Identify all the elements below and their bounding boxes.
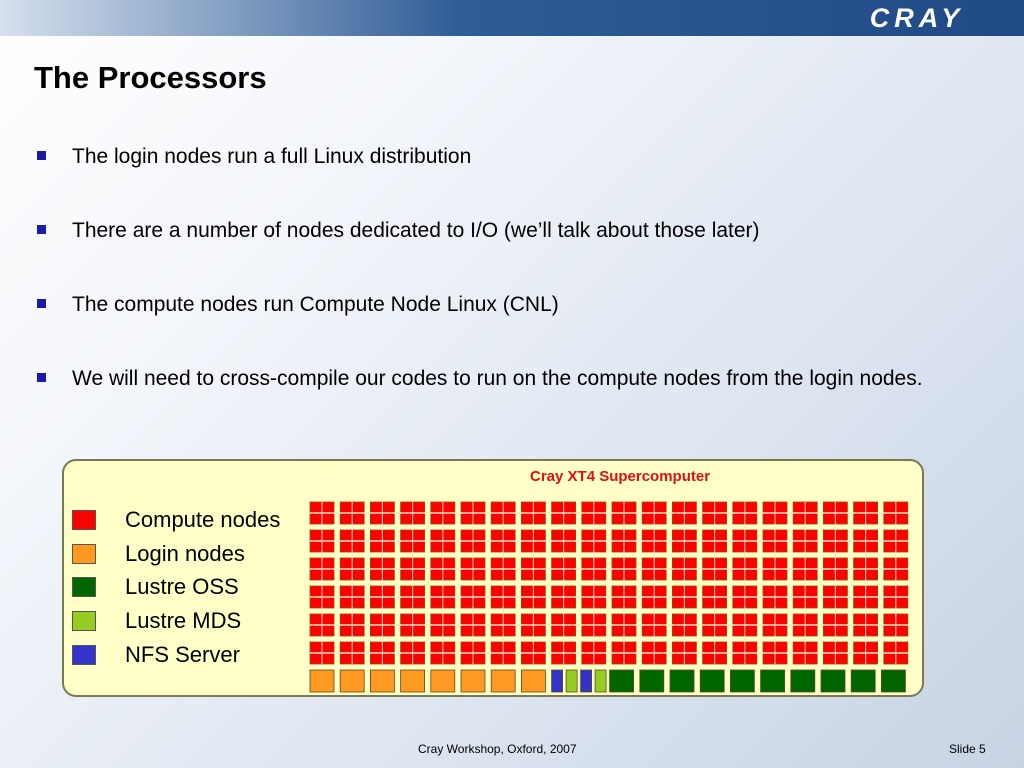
nfs-node — [580, 669, 592, 693]
legend-swatch — [72, 544, 96, 564]
oss-node — [881, 669, 906, 693]
legend-label: Compute nodes — [125, 507, 281, 532]
slide-number: Slide 5 — [949, 742, 986, 756]
grid-gap — [332, 504, 338, 664]
login-node — [400, 669, 426, 693]
slide-title: The Processors — [34, 60, 267, 95]
legend-swatch — [72, 577, 96, 597]
oss-node — [820, 669, 846, 693]
oss-node — [669, 669, 695, 693]
oss-node — [760, 669, 785, 693]
grid-gap — [634, 504, 640, 664]
grid-gap — [815, 504, 821, 664]
grid-gap — [423, 504, 429, 664]
bullet-item: The compute nodes run Compute Node Linux… — [36, 290, 559, 320]
grid-gap — [483, 504, 489, 664]
legend-label: Lustre MDS — [125, 608, 242, 633]
login-node — [460, 669, 486, 693]
footer-text: Cray Workshop, Oxford, 2007 — [418, 742, 577, 756]
bullet-item: There are a number of nodes dedicated to… — [36, 216, 760, 246]
bullet-square-icon — [37, 225, 46, 234]
grid-gap — [604, 504, 610, 664]
grid-gap — [694, 504, 700, 664]
legend-swatch — [72, 510, 96, 530]
oss-node — [850, 669, 876, 693]
login-node — [339, 669, 365, 693]
grid-gap — [574, 504, 580, 664]
bullet-square-icon — [37, 299, 46, 308]
bullet-text: We will need to cross-compile our codes … — [72, 367, 923, 390]
grid-gap — [785, 504, 791, 664]
grid-gap — [543, 504, 549, 664]
bullet-text: The compute nodes run Compute Node Linux… — [72, 293, 559, 316]
legend-label: NFS Server — [125, 642, 240, 667]
cray-logo: CRAY — [870, 3, 965, 33]
bullet-item: We will need to cross-compile our codes … — [36, 364, 1012, 394]
legend-swatch — [72, 611, 96, 631]
oss-node — [699, 669, 725, 693]
title-bar: CRAY — [0, 0, 1024, 36]
oss-node — [790, 669, 816, 693]
legend-item-lustre-mds: Lustre MDS — [72, 607, 312, 637]
grid-gap — [755, 504, 761, 664]
legend-item-login: Login nodes — [72, 540, 312, 570]
login-node — [521, 669, 546, 693]
bullet-square-icon — [37, 151, 46, 160]
login-node — [430, 669, 456, 693]
legend-label: Lustre OSS — [125, 574, 239, 599]
legend-item-lustre-oss: Lustre OSS — [72, 573, 312, 603]
bullet-text: The login nodes run a full Linux distrib… — [72, 145, 472, 168]
bullet-item: The login nodes run a full Linux distrib… — [36, 142, 471, 172]
oss-node — [730, 669, 755, 693]
legend-label: Login nodes — [125, 541, 245, 566]
legend-item-nfs: NFS Server — [72, 641, 312, 671]
oss-node — [609, 669, 634, 693]
grid-gap — [664, 504, 670, 664]
bullet-text: There are a number of nodes dedicated to… — [72, 219, 760, 242]
grid-gap — [453, 504, 459, 664]
grid-gap — [392, 504, 398, 664]
mds-node — [594, 669, 607, 693]
legend-item-compute: Compute nodes — [72, 506, 312, 536]
login-node — [369, 669, 395, 693]
legend-swatch — [72, 645, 96, 665]
diagram-title: Cray XT4 Supercomputer — [530, 468, 711, 485]
mds-node — [565, 669, 578, 693]
svg-text:CRAY: CRAY — [870, 3, 965, 33]
bullet-square-icon — [37, 373, 46, 382]
login-node — [490, 669, 516, 693]
nfs-node — [551, 669, 563, 693]
login-node — [309, 669, 335, 693]
grid-gap — [513, 504, 519, 664]
grid-gap — [906, 504, 912, 664]
grid-gap — [362, 504, 368, 664]
grid-gap — [876, 504, 882, 664]
grid-gap — [725, 504, 731, 664]
grid-gap — [845, 504, 851, 664]
oss-node — [639, 669, 665, 693]
